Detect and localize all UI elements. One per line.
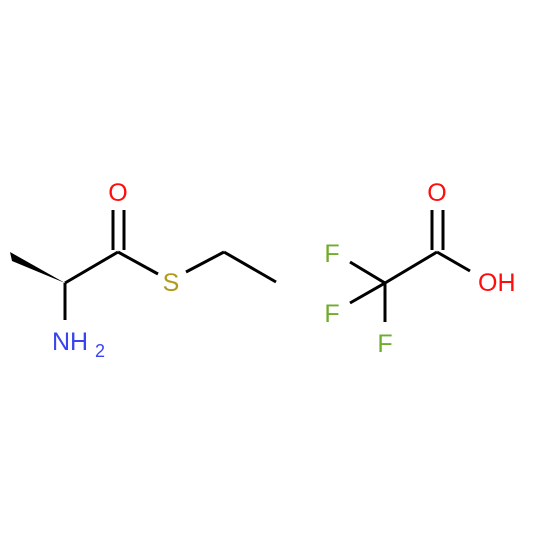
- bond-ccarbonyl-s: [117, 250, 159, 276]
- atom-label-amine-subscript: 2: [95, 341, 105, 361]
- atom-label-sulfur: S: [163, 269, 180, 297]
- atom-label-oxygen: O: [108, 179, 127, 207]
- wedge-bond-methyl: [10, 252, 65, 283]
- atom-label-amine: NH: [52, 328, 88, 356]
- atom-label-fluorine-1: F: [324, 240, 339, 268]
- molecule-aminothioester: O S NH 2: [10, 179, 277, 361]
- atom-label-fluorine-2: F: [324, 300, 339, 328]
- bond-s-ch2: [185, 250, 225, 274]
- molecule-trifluoroacetic-acid: O OH F F F: [324, 179, 515, 358]
- atom-label-fluorine-3: F: [377, 330, 392, 358]
- bond-c-ccarboxyl: [384, 250, 438, 285]
- bond-ch2-ch3: [223, 250, 277, 284]
- bond-calpha-ccarbonyl: [64, 250, 119, 285]
- bond-ccarboxyl-oh: [436, 250, 471, 273]
- atom-label-oxygen-carbonyl: O: [427, 179, 446, 207]
- atom-label-hydroxyl: OH: [478, 269, 516, 297]
- bond-c-f-left: [349, 281, 386, 305]
- bond-c-f-upper: [349, 260, 386, 285]
